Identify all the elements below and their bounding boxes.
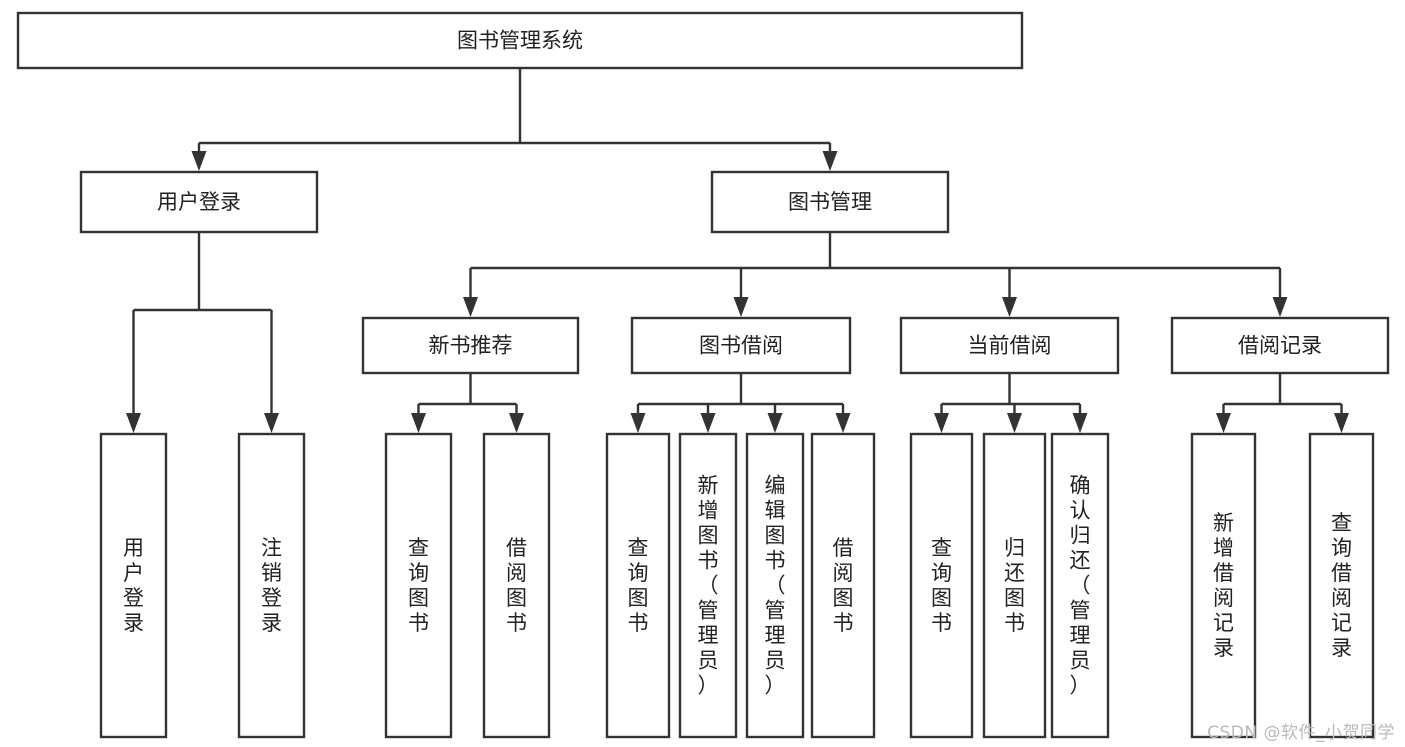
- arrow-head-icon: [126, 413, 141, 433]
- node-l2_a[interactable]: 新书推荐: [361, 316, 580, 375]
- node-l2_c[interactable]: 当前借阅: [899, 316, 1120, 375]
- node-box: [1050, 432, 1110, 739]
- node-box: [79, 170, 319, 234]
- node-leaf_2[interactable]: 注销登录: [237, 432, 306, 739]
- node-l2_b[interactable]: 图书借阅: [630, 316, 852, 375]
- node-root[interactable]: 图书管理系统: [16, 11, 1024, 70]
- node-label: 新书推荐: [429, 334, 513, 358]
- node-label: 查询借阅记录: [1331, 511, 1352, 660]
- node-leaf_12[interactable]: 新增借阅记录: [1190, 432, 1257, 739]
- node-label: 查询图书: [628, 536, 649, 635]
- node-box: [16, 11, 1024, 70]
- node-box: [909, 432, 974, 739]
- node-box: [99, 432, 168, 739]
- nodes-layer: 图书管理系统用户登录图书管理新书推荐图书借阅当前借阅借阅记录用户登录注销登录查询…: [16, 11, 1390, 739]
- node-box: [605, 432, 671, 739]
- node-box: [899, 316, 1120, 375]
- arrow-head-icon: [767, 413, 783, 433]
- arrow-head-icon: [264, 413, 279, 433]
- node-label: 注销登录: [261, 536, 282, 635]
- node-label: 借阅记录: [1238, 334, 1322, 358]
- node-box: [482, 432, 551, 739]
- arrow-head-icon: [1216, 413, 1231, 433]
- arrow-head-icon: [1072, 413, 1088, 433]
- node-box: [810, 432, 876, 739]
- node-label: 用户登录: [157, 190, 241, 214]
- edges-layer: [126, 68, 1349, 433]
- node-leaf_6[interactable]: 新增图书（管理员）: [678, 432, 738, 739]
- node-label: 新增图书（管理员）: [698, 474, 719, 698]
- node-label: 借阅图书: [833, 536, 854, 635]
- node-leaf_9[interactable]: 查询图书: [909, 432, 974, 739]
- arrow-head-icon: [463, 297, 478, 317]
- arrow-head-icon: [630, 413, 646, 433]
- csdn-watermark: CSDN @软件_小贺同学: [1207, 723, 1395, 743]
- arrow-head-icon: [509, 413, 524, 433]
- node-label: 用户登录: [123, 536, 144, 635]
- arrow-head-icon: [822, 151, 838, 171]
- node-box: [361, 316, 580, 375]
- node-label: 新增借阅记录: [1213, 511, 1234, 660]
- node-box: [1190, 432, 1257, 739]
- node-leaf_7[interactable]: 编辑图书（管理员）: [745, 432, 805, 739]
- node-l1_a[interactable]: 用户登录: [79, 170, 319, 234]
- arrow-head-icon: [835, 413, 851, 433]
- node-label: 查询图书: [408, 536, 429, 635]
- node-label: 借阅图书: [506, 536, 527, 635]
- node-box: [237, 432, 306, 739]
- node-label: 当前借阅: [968, 334, 1052, 358]
- node-leaf_11[interactable]: 确认归还（管理员）: [1050, 432, 1110, 739]
- node-label: 查询图书: [931, 536, 952, 635]
- node-box: [982, 432, 1047, 739]
- arrow-head-icon: [1002, 297, 1017, 317]
- node-label: 图书管理: [788, 190, 872, 214]
- arrow-head-icon: [700, 413, 716, 433]
- arrow-head-icon: [411, 413, 426, 433]
- arrow-head-icon: [934, 413, 949, 433]
- node-label: 归还图书: [1004, 536, 1025, 635]
- arrow-head-icon: [733, 297, 749, 317]
- arrow-head-icon: [191, 151, 207, 171]
- node-label: 图书借阅: [699, 334, 783, 358]
- node-leaf_4[interactable]: 借阅图书: [482, 432, 551, 739]
- node-box: [1308, 432, 1375, 739]
- node-l1_b[interactable]: 图书管理: [710, 170, 950, 234]
- node-leaf_10[interactable]: 归还图书: [982, 432, 1047, 739]
- node-box: [1170, 316, 1390, 375]
- node-box: [630, 316, 852, 375]
- node-box: [678, 432, 738, 739]
- node-l2_d[interactable]: 借阅记录: [1170, 316, 1390, 375]
- node-box: [384, 432, 453, 739]
- node-label: 编辑图书（管理员）: [765, 474, 786, 698]
- node-box: [745, 432, 805, 739]
- node-label: 图书管理系统: [457, 29, 583, 53]
- arrow-head-icon: [1334, 413, 1349, 433]
- node-leaf_8[interactable]: 借阅图书: [810, 432, 876, 739]
- node-box: [710, 170, 950, 234]
- node-label: 确认归还（管理员）: [1070, 474, 1091, 698]
- node-leaf_1[interactable]: 用户登录: [99, 432, 168, 739]
- arrow-head-icon: [1007, 413, 1022, 433]
- node-leaf_5[interactable]: 查询图书: [605, 432, 671, 739]
- node-leaf_3[interactable]: 查询图书: [384, 432, 453, 739]
- arrow-head-icon: [1272, 297, 1288, 317]
- node-leaf_13[interactable]: 查询借阅记录: [1308, 432, 1375, 739]
